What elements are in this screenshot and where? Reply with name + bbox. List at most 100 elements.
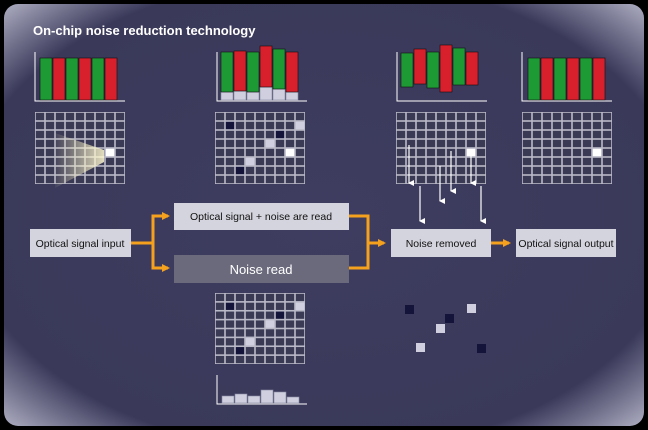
grid-cell — [295, 157, 305, 166]
grid-cell — [265, 139, 275, 148]
grid-cell — [295, 347, 305, 355]
grid-cell — [572, 166, 582, 175]
grid-cell — [225, 329, 235, 337]
noise-pixel — [405, 305, 414, 314]
grid-cell — [285, 148, 295, 157]
grid-cell — [406, 166, 416, 175]
grid-cell — [275, 293, 285, 302]
grid-cell — [552, 157, 562, 166]
grid-cell — [572, 130, 582, 139]
grid-cell — [115, 157, 125, 166]
grid-cell — [396, 148, 406, 157]
grid-cell — [416, 175, 426, 184]
grid-cell — [572, 175, 582, 184]
grid-cell — [225, 130, 235, 139]
grid-cell — [265, 148, 275, 157]
arrow-from-signal-read — [349, 214, 386, 247]
grid-cell — [532, 148, 542, 157]
grid-cell — [235, 302, 245, 310]
grid-cell — [466, 139, 476, 148]
grid-cell — [35, 157, 45, 166]
grid-cell — [235, 130, 245, 139]
grid-cell — [426, 166, 436, 175]
noise-pixel — [467, 304, 476, 313]
grid-cell — [75, 112, 85, 121]
grid-cell — [542, 175, 552, 184]
grid-cell — [562, 112, 572, 121]
grid-cell — [456, 139, 466, 148]
grid-cell — [436, 130, 446, 139]
grid-cell — [265, 166, 275, 175]
grid-cell — [406, 112, 416, 121]
grid-cell — [466, 130, 476, 139]
grid-cell — [235, 320, 245, 328]
grid-cell — [255, 175, 265, 184]
signal-bar — [259, 45, 273, 88]
grid-cell — [426, 148, 436, 157]
grid-cell — [476, 112, 486, 121]
grid-cell — [446, 139, 456, 148]
grid-cell — [426, 175, 436, 184]
grid-cell — [522, 130, 532, 139]
grid-cell — [85, 112, 95, 121]
grid-cell — [396, 121, 406, 130]
grid-cell — [562, 157, 572, 166]
noise-bar — [220, 91, 234, 101]
grid-cell — [245, 148, 255, 157]
grid-cell — [466, 121, 476, 130]
grid-cell — [476, 175, 486, 184]
noise-bar — [233, 90, 247, 101]
grid-cell — [522, 175, 532, 184]
grid-cell — [105, 139, 115, 148]
grid-cell — [35, 121, 45, 130]
grid-cell — [115, 166, 125, 175]
grid-cell — [225, 148, 235, 157]
input-label: Optical signal input — [36, 238, 125, 250]
grid-cell — [245, 293, 255, 302]
grid-cell — [215, 347, 225, 355]
grid-cell — [235, 139, 245, 148]
grid-cell — [396, 175, 406, 184]
grid-cell — [436, 112, 446, 121]
grid-cell — [552, 139, 562, 148]
grid-cell — [255, 112, 265, 121]
grid-cell — [426, 130, 436, 139]
grid-cell — [35, 166, 45, 175]
grid-cell — [255, 302, 265, 310]
grid-cell — [255, 329, 265, 337]
noise-read-label: Noise read — [230, 262, 293, 277]
grid-cell — [416, 130, 426, 139]
grid-cell — [436, 139, 446, 148]
grid-cell — [65, 112, 75, 121]
grid-cell — [265, 175, 275, 184]
grid-cell — [255, 311, 265, 319]
grid-cell — [275, 157, 285, 166]
grid-cell — [95, 175, 105, 184]
grid-cell — [225, 166, 235, 175]
grid-cell — [95, 130, 105, 139]
grid-cell — [235, 355, 245, 364]
grid-cell — [456, 157, 466, 166]
grid-cell — [582, 148, 592, 157]
grid-cell — [265, 355, 275, 364]
grid-cell — [582, 130, 592, 139]
grid-cell — [562, 166, 572, 175]
diagram-title: On-chip noise reduction technology — [33, 23, 256, 38]
grid-cell — [35, 148, 45, 157]
grid-cell — [275, 112, 285, 121]
grid-cell — [35, 139, 45, 148]
grid-cell — [396, 157, 406, 166]
signal-bar — [413, 48, 427, 85]
signal-bar — [400, 52, 414, 88]
grid-cell — [275, 130, 285, 139]
noise-bar — [285, 91, 299, 101]
grid-cell — [582, 112, 592, 121]
grid-cell — [406, 175, 416, 184]
grid-cell — [265, 130, 275, 139]
grid-cell — [255, 355, 265, 364]
grid-cell — [235, 347, 245, 355]
noise-read-box: Noise read — [174, 255, 349, 283]
signal-bar — [426, 51, 440, 89]
grid-cell — [265, 293, 275, 302]
